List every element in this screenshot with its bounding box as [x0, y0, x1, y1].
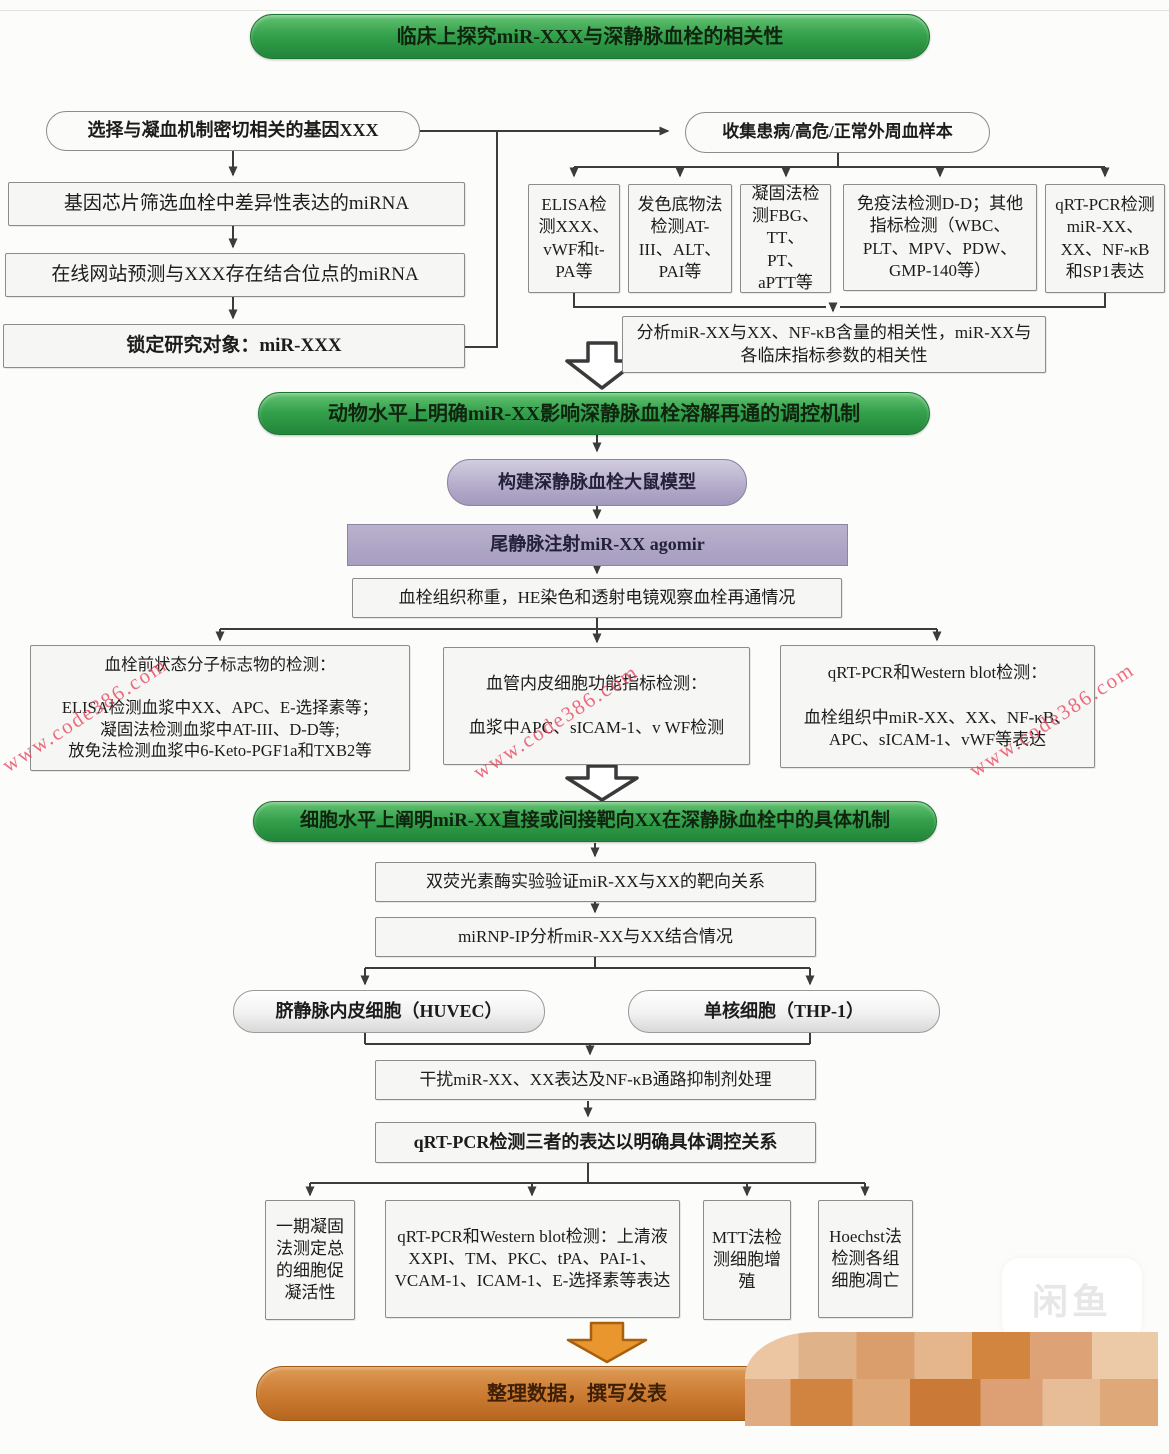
node-test-qrtpcr: qRT-PCR检测miR-XX、XX、NF-κB和SP1表达 [1045, 184, 1165, 293]
mosaic-row [745, 1379, 1158, 1426]
banner-cell-stage: 细胞水平上阐明miR-XX直接或间接靶向XX在深静脉血栓中的具体机制 [253, 801, 937, 842]
node-coagulation-activity: 一期凝固法测定总的细胞促凝活性 [265, 1200, 355, 1320]
node-thp1-cells: 单核细胞（THP-1） [628, 990, 940, 1033]
node-test-elisa-label: ELISA检测XXX、vWF和t-PA等 [538, 195, 610, 281]
node-test-qrtpcr-label: qRT-PCR检测miR-XX、XX、NF-κB和SP1表达 [1055, 195, 1155, 281]
line-test1-to-corr [573, 293, 826, 308]
node-tail-vein-injection-label: 尾静脉注射miR-XX agomir [490, 534, 705, 555]
node-qpcr-regulation: qRT-PCR检测三者的表达以明确具体调控关系 [375, 1122, 816, 1163]
node-select-gene: 选择与凝血机制密切相关的基因XXX [46, 111, 420, 151]
node-huvec-cells-label: 脐静脉内皮细胞（HUVEC） [275, 1000, 503, 1021]
node-collect-samples-label: 收集患病/高危/正常外周血样本 [722, 122, 953, 142]
mosaic-row [745, 1332, 1158, 1379]
node-lock-target: 锁定研究对象：miR-XXX [3, 324, 465, 368]
node-select-gene-label: 选择与凝血机制密切相关的基因XXX [87, 120, 379, 141]
banner-animal-label: 动物水平上明确miR-XX影响深静脉血栓溶解再通的调控机制 [327, 402, 861, 425]
block-arrow-to-cell [565, 764, 639, 802]
top-divider [0, 10, 1169, 11]
node-collect-samples: 收集患病/高危/正常外周血样本 [685, 112, 990, 153]
line-lock-to-collect [465, 126, 670, 348]
node-chip-screen-label: 基因芯片筛选血栓中差异性表达的miRNA [63, 192, 410, 214]
node-endothelial-function: 血管内皮细胞功能指标检测： 血浆中APC、sICAM-1、v WF检测 [443, 647, 750, 765]
banner-animal-stage: 动物水平上明确miR-XX影响深静脉血栓溶解再通的调控机制 [258, 392, 930, 435]
node-mirnp-ip: miRNP-IP分析miR-XX与XX结合情况 [375, 917, 816, 957]
node-qpcr-westernblot-label: qRT-PCR和Western blot检测： 血栓组织中miR-XX、XX、N… [803, 663, 1072, 749]
node-luciferase-assay: 双荧光素酶实验验证miR-XX与XX的靶向关系 [375, 862, 816, 902]
node-online-predict: 在线网站预测与XXX存在结合位点的miRNA [5, 253, 465, 297]
node-tail-vein-injection: 尾静脉注射miR-XX agomir [347, 524, 848, 566]
node-test-coagulation: 凝固法检测FBG、TT、PT、aPTT等 [740, 184, 831, 293]
mosaic-blur-patch [745, 1332, 1158, 1426]
xianyu-logo-text: 闲鱼 [1031, 1282, 1112, 1322]
node-thp1-cells-label: 单核细胞（THP-1） [704, 1000, 864, 1021]
node-prethrombotic-markers-label: 血栓前状态分子标志物的检测： ELISA检测血浆中XX、APC、E-选择素等； … [61, 655, 379, 761]
node-chip-screen: 基因芯片筛选血栓中差异性表达的miRNA [8, 182, 465, 226]
node-hoechst-apoptosis-label: Hoechst法检测各组细胞凋亡 [829, 1226, 902, 1291]
banner-cell-label: 细胞水平上阐明miR-XX直接或间接靶向XX在深静脉血栓中的具体机制 [299, 810, 891, 832]
node-endothelial-function-label: 血管内皮细胞功能指标检测： 血浆中APC、sICAM-1、v WF检测 [468, 673, 725, 738]
block-arrow-to-publish [566, 1321, 648, 1364]
node-test-coagulation-label: 凝固法检测FBG、TT、PT、aPTT等 [751, 184, 820, 292]
node-qpcr-westernblot: qRT-PCR和Western blot检测： 血栓组织中miR-XX、XX、N… [780, 645, 1095, 768]
node-correlation-analysis-label: 分析miR-XX与XX、NF-κB含量的相关性，miR-XX与各临床指标参数的相… [636, 323, 1032, 365]
node-mtt-proliferation: MTT法检测细胞增殖 [703, 1200, 791, 1320]
node-lock-target-label: 锁定研究对象：miR-XXX [126, 334, 342, 356]
node-correlation-analysis: 分析miR-XX与XX、NF-κB含量的相关性，miR-XX与各临床指标参数的相… [622, 316, 1046, 373]
node-supernatant-expression-label: qRT-PCR和Western blot检测：上清液XXPI、TM、PKC、tP… [394, 1226, 671, 1291]
node-mirnp-ip-label: miRNP-IP分析miR-XX与XX结合情况 [458, 926, 733, 946]
node-huvec-cells: 脐静脉内皮细胞（HUVEC） [233, 990, 545, 1033]
xianyu-logo-watermark: 闲鱼 [1002, 1258, 1142, 1340]
node-test-immuno: 免疫法检测D-D；其他指标检测（WBC、PLT、MPV、PDW、GMP-140等… [843, 184, 1037, 291]
node-prethrombotic-markers: 血栓前状态分子标志物的检测： ELISA检测血浆中XX、APC、E-选择素等； … [30, 645, 410, 771]
banner-clinical-label: 临床上探究miR-XXX与深静脉血栓的相关性 [396, 25, 784, 48]
node-test-chromogenic: 发色底物法检测AT-III、ALT、PAI等 [628, 184, 732, 293]
line-test5-to-corr [840, 293, 1106, 308]
node-supernatant-expression: qRT-PCR和Western blot检测：上清液XXPI、TM、PKC、tP… [385, 1200, 680, 1318]
node-thrombus-observation-label: 血栓组织称重，HE染色和透射电镜观察血栓再通情况 [398, 587, 796, 607]
banner-publish-label: 整理数据，撰写发表 [487, 1382, 667, 1405]
node-luciferase-assay-label: 双荧光素酶实验验证miR-XX与XX的靶向关系 [425, 871, 766, 891]
node-rat-model: 构建深静脉血栓大鼠模型 [447, 459, 747, 506]
node-coagulation-activity-label: 一期凝固法测定总的细胞促凝活性 [276, 1216, 344, 1303]
node-qpcr-regulation-label: qRT-PCR检测三者的表达以明确具体调控关系 [413, 1131, 778, 1152]
node-interference-treatment: 干扰miR-XX、XX表达及NF-κB通路抑制剂处理 [375, 1060, 816, 1100]
node-thrombus-observation: 血栓组织称重，HE染色和透射电镜观察血栓再通情况 [352, 578, 842, 618]
node-hoechst-apoptosis: Hoechst法检测各组细胞凋亡 [818, 1200, 913, 1318]
node-test-chromogenic-label: 发色底物法检测AT-III、ALT、PAI等 [637, 195, 723, 281]
block-arrow-to-animal [565, 341, 639, 390]
node-interference-treatment-label: 干扰miR-XX、XX表达及NF-κB通路抑制剂处理 [419, 1069, 772, 1089]
node-test-immuno-label: 免疫法检测D-D；其他指标检测（WBC、PLT、MPV、PDW、GMP-140等… [856, 194, 1024, 280]
node-rat-model-label: 构建深静脉血栓大鼠模型 [498, 471, 696, 492]
node-mtt-proliferation-label: MTT法检测细胞增殖 [712, 1227, 782, 1292]
node-test-elisa: ELISA检测XXX、vWF和t-PA等 [528, 184, 620, 293]
banner-clinical-stage: 临床上探究miR-XXX与深静脉血栓的相关性 [250, 14, 930, 59]
node-online-predict-label: 在线网站预测与XXX存在结合位点的miRNA [51, 263, 419, 285]
